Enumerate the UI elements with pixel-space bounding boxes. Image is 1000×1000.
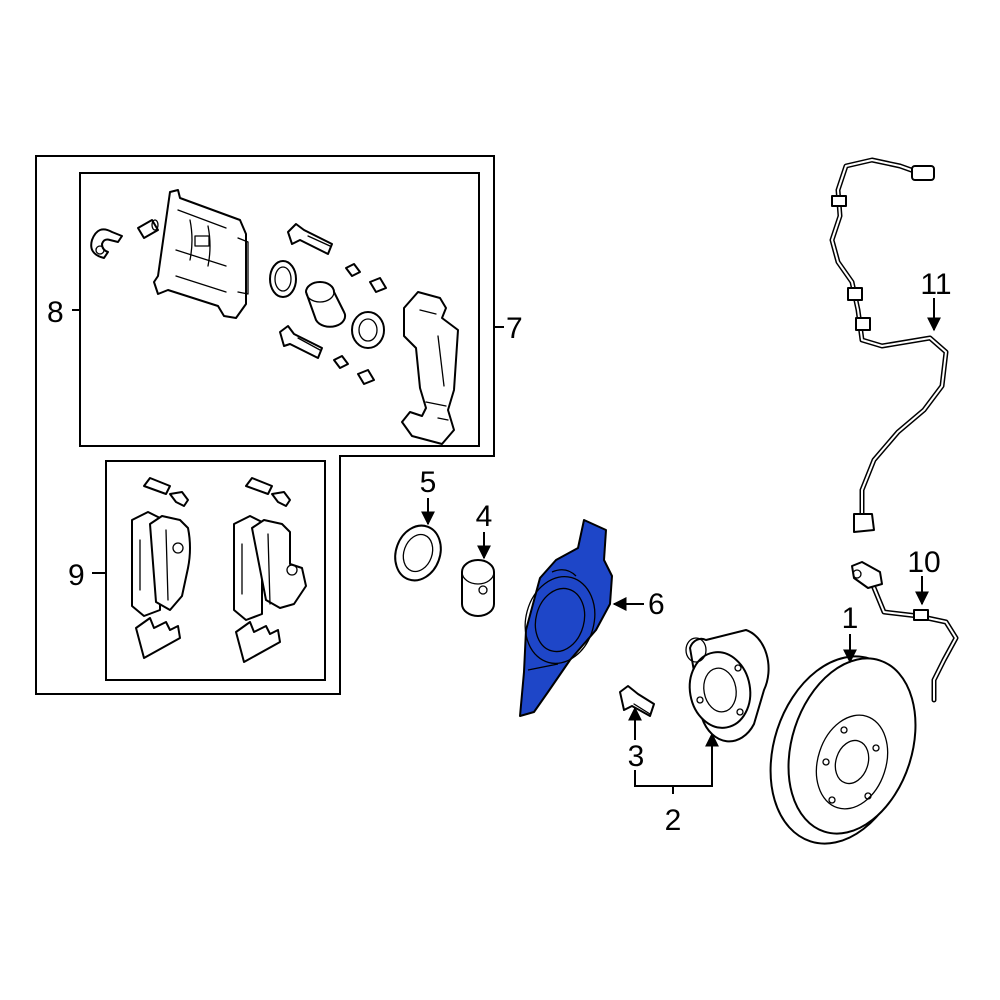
callout-8: 8 — [47, 296, 64, 329]
boot-caps-upper-icon — [345, 263, 387, 293]
piston-icon — [305, 281, 347, 328]
brake-pad-left-icon — [131, 511, 191, 617]
caliper-kit-outer-box — [35, 155, 495, 695]
caliper-bracket-icon — [401, 291, 459, 445]
splash-shield-highlighted — [519, 519, 613, 717]
bearing-cap-icon — [461, 559, 495, 617]
caliper-housing-icon — [153, 189, 249, 319]
pad-shim-left-icon — [135, 617, 181, 659]
callout-6: 6 — [648, 588, 665, 621]
dust-seal-icon — [394, 524, 442, 582]
pad-clip-left-icon — [143, 477, 189, 507]
callout-2: 2 — [665, 804, 682, 837]
seal-ring-icon — [269, 260, 297, 298]
guide-bolt-lower-icon — [279, 325, 323, 359]
callout-1: 1 — [842, 602, 859, 635]
callout-5: 5 — [420, 466, 437, 499]
guide-bolt-upper-icon — [287, 223, 333, 255]
pad-clip-right-icon — [245, 477, 291, 507]
callout-4: 4 — [476, 500, 493, 533]
hub-bolt-icon — [619, 685, 655, 717]
callout-10: 10 — [907, 546, 940, 579]
brake-rotor-icon — [769, 655, 917, 845]
callout-7: 7 — [506, 312, 523, 345]
boot-caps-lower-icon — [333, 355, 375, 385]
wheel-hub-icon — [685, 629, 770, 743]
abs-sensor-harness-icon — [829, 157, 949, 533]
abs-sensor-icon — [851, 561, 959, 703]
leader-2 — [634, 732, 719, 787]
callout-3: 3 — [628, 740, 645, 773]
callout-9: 9 — [68, 559, 85, 592]
pad-kit-box — [105, 460, 326, 681]
pad-shim-right-icon — [235, 621, 281, 663]
callout-11: 11 — [920, 268, 951, 301]
piston-seal-icon — [351, 311, 385, 349]
small-bushing-icon — [137, 219, 159, 239]
caliper-clip-icon — [90, 228, 123, 259]
brake-pad-right-icon — [233, 515, 307, 621]
